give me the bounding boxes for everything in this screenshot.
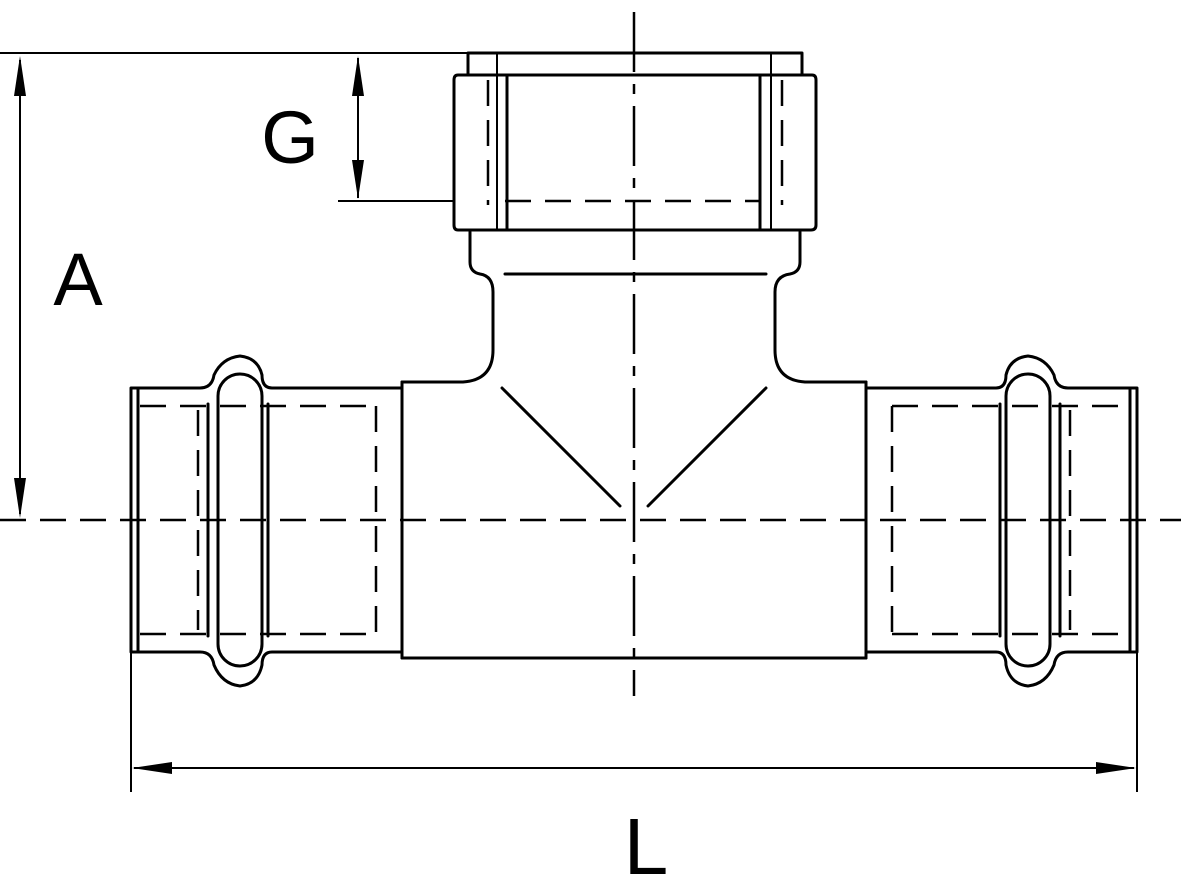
right-socket-top <box>864 354 1134 390</box>
g-arrow-top <box>352 56 364 96</box>
l-arrow-right <box>1096 762 1136 774</box>
dimension-label-g: G <box>261 96 319 179</box>
right-socket-bottom <box>864 650 1134 688</box>
bore-diagonal-left <box>500 386 622 508</box>
a-arrow-top <box>14 56 26 96</box>
dimension-label-l: L <box>624 802 669 876</box>
a-arrow-bottom <box>14 478 26 518</box>
bore-diagonal-right <box>646 386 768 508</box>
hex-nut-body <box>452 73 818 232</box>
threaded-branch <box>400 51 868 384</box>
dimension-label-a: A <box>53 238 103 321</box>
dimensions: G A L <box>0 52 1138 876</box>
left-socket-top <box>134 354 404 390</box>
l-arrow-left <box>132 762 172 774</box>
left-socket-bottom <box>134 650 404 688</box>
g-label-background <box>256 100 326 170</box>
g-arrow-bottom <box>352 160 364 199</box>
branch-neck-left <box>400 230 495 384</box>
branch-neck-right <box>773 230 868 384</box>
